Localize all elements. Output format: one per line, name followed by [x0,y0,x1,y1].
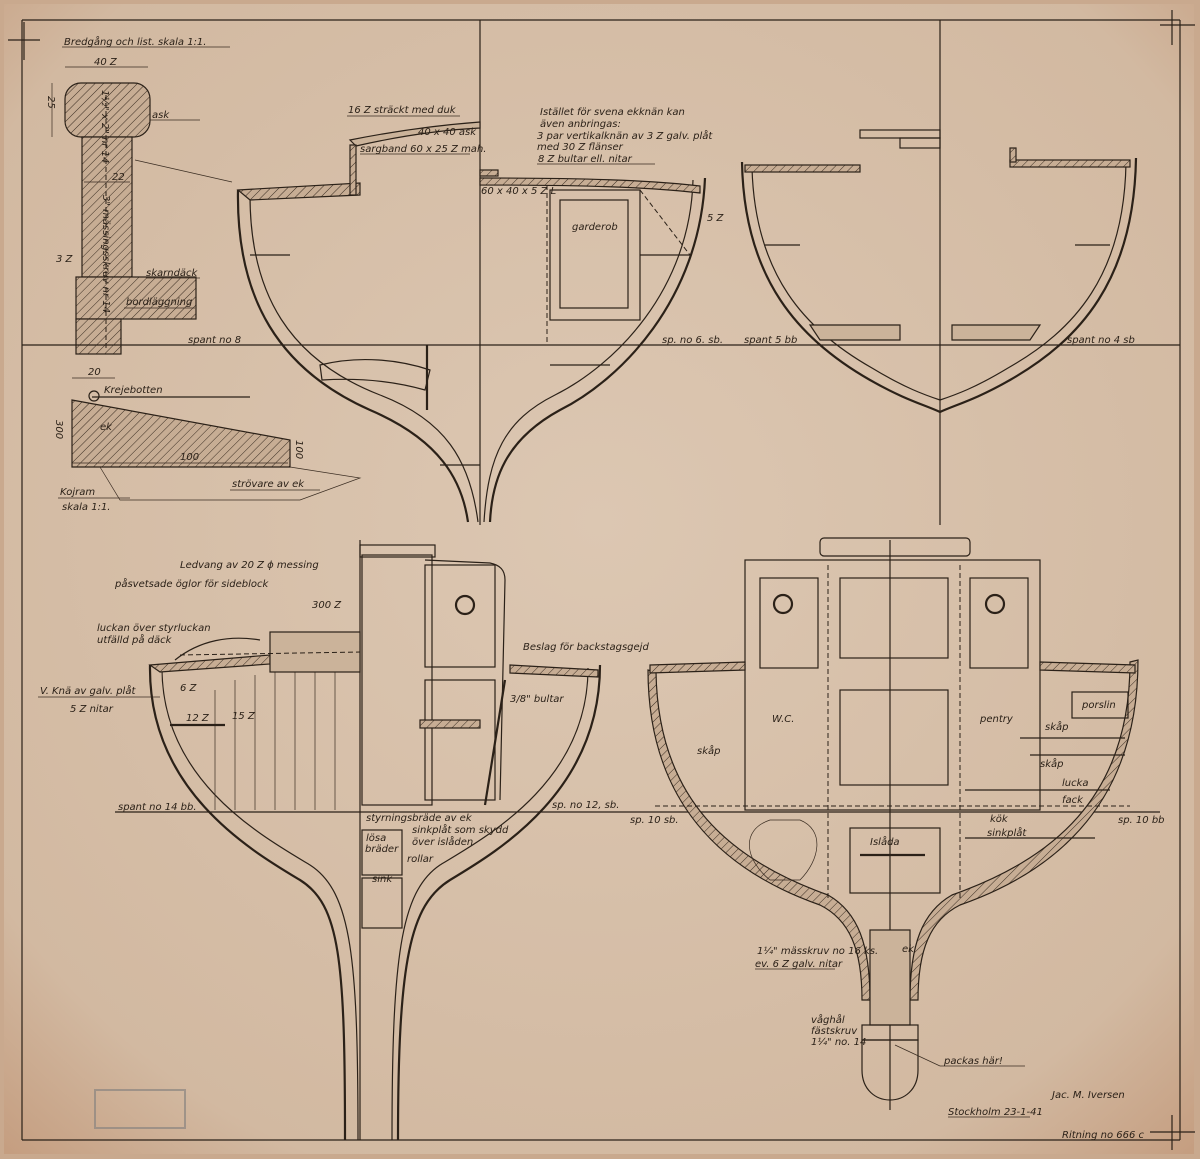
dim-post: 22 [112,172,125,183]
label-lid: lucka [1062,778,1089,789]
border-frame [8,10,1195,1150]
label-locker-1: skåp [1045,720,1068,733]
note-roof: 16 Z sträckt med duk [348,105,457,116]
label-compartment: fack [1062,795,1084,806]
label-strut: strövare av ek [232,479,305,490]
note-bolt-3: 1¼" no. 14 [811,1036,866,1048]
label-keel-ek: ek [902,944,915,955]
note-bolt-2: fästskruv [811,1026,858,1037]
note-loose-2: bräder [365,844,399,855]
note-bolt-1: våghål [811,1013,845,1026]
label-wardrobe: garderob [572,222,618,233]
place-date: Stockholm 23-1-41 [948,1107,1043,1118]
note-rollers: rollar [407,854,434,865]
dim-15z: 15 Z [232,711,256,722]
porthole [772,593,794,615]
label-bolt: Krejebotten [104,385,163,396]
note-loose-1: lösa [366,833,386,844]
label-planking: bordläggning [126,297,192,308]
dim-100-inner: 100 [180,452,199,463]
frame-sp-12: sp. no 12, sb. [552,800,619,811]
note-screw-2: ev. 6 Z galv. nitar [755,959,843,970]
note-board: styrningsbräde av ek [366,813,473,824]
note-eyes: påsvetsade öglor för sideblock [114,577,270,590]
frame-spant-8: spant no 8 [188,335,241,346]
note-knee-4: med 30 Z flänser [537,142,624,153]
section-upper-right: spant 5 bb spant no 4 sb [740,20,1180,525]
label-icebox: Islåda [870,835,900,848]
signature: Jac. M. Iversen [1050,1090,1125,1101]
section-lower-left: Ledvang av 20 Z ϕ messing påsvetsade ögl… [38,540,649,1141]
dim-width: 40 Z [94,57,118,68]
label-pantry: pentry [979,714,1014,725]
material-ask: ask [152,110,170,121]
dim-6z: 6 Z [180,683,198,694]
dim-100-end: 100 [293,440,304,459]
frame-spant-4: spant no 4 sb [1067,335,1135,346]
note-knee-3: 3 par vertikalknän av 3 Z galv. plåt [537,129,713,142]
note-screw-1: 1¼" mässkruv no 16 ks. [757,945,878,957]
note-hatch-2: utfälld på däck [97,633,173,646]
note-knee-1: Istället för svena ekknän kan [540,107,685,118]
paper-sheet [4,4,1194,1154]
note-beam: 40 x 40 ask [418,127,477,138]
note-angle: 60 x 40 x 5 Z L [481,186,556,197]
frame-spant-5: spant 5 bb [744,335,797,346]
dim-12z: 12 Z [186,713,210,724]
note-knee: V. Knä av galv. plåt [40,684,136,697]
dim-300: 300 [53,420,64,439]
dim-20: 20 [88,367,101,378]
section-upper-left: 16 Z sträckt med duk 40 x 40 ask sargban… [22,20,740,525]
dim-5z: 5 Z [707,213,725,224]
note-bolts: 3/8" bultar [510,694,564,705]
section-lower-right: W.C. skåp pentry porslin skåp skåp lucka… [630,537,1165,1110]
label-wc: W.C. [772,714,794,725]
dim-height: 25 [45,96,56,109]
archive-stamp [94,1089,186,1129]
frame-sp-10-sb: sp. 10 sb. [630,815,679,826]
note-knee-2: även anbringas: [540,119,621,130]
planking-lines [214,672,336,810]
title-block: Jac. M. Iversen Stockholm 23-1-41 Ritnin… [94,1089,1145,1141]
label-locker-2: skåp [1040,757,1063,770]
porthole [454,594,476,616]
note-knee-5: 8 Z bultar ell. nitar [538,154,633,165]
note-sink: sink [372,874,393,885]
note-zinc-2: över islåden [412,835,473,848]
material-ek: ek [100,422,113,433]
screw-long: 3" mässingsskruv nr 14 [100,195,111,313]
frame-spant-14: spant no 14 bb. [118,802,197,813]
dim-gap: 3 Z [56,254,74,265]
drawing-number: Ritning no 666 c [1062,1130,1145,1141]
note-rail: Ledvang av 20 Z ϕ messing [180,560,319,571]
note-fitting: Beslag för backstagsgejd [523,642,649,653]
label-deck: skarndäck [146,268,199,279]
detail-bunk-scale: skala 1:1. [62,502,111,513]
label-zinc: sinkplåt [987,826,1027,839]
note-rivets: 5 Z nitar [70,704,114,715]
detail-bunk-title: Kojram [60,487,95,498]
label-galley: kök [990,814,1009,825]
detail-rail: Bredgång och list. skala 1:1. 40 Z 25 as… [45,35,233,355]
note-pack: packas här! [943,1056,1003,1067]
dim-coaming: 300 Z [312,600,342,611]
detail-bunk: 20 Krejebotten ek 300 100 100 strövare a… [53,367,362,513]
porthole [984,593,1006,615]
frame-sp-10-bb: sp. 10 bb [1118,815,1165,826]
note-hatch-1: luckan över styrluckan [97,623,211,634]
note-zinc-1: sinkplåt som skydd [412,823,509,836]
screw-top: 1½" x 2" nr 14 [99,90,111,163]
note-sheer: sargband 60 x 25 Z mah. [360,144,486,155]
label-china: porslin [1081,700,1116,711]
frame-sp-6: sp. no 6. sb. [662,335,723,346]
detail-rail-title: Bredgång och list. skala 1:1. [64,35,206,48]
label-locker-left: skåp [697,744,720,757]
